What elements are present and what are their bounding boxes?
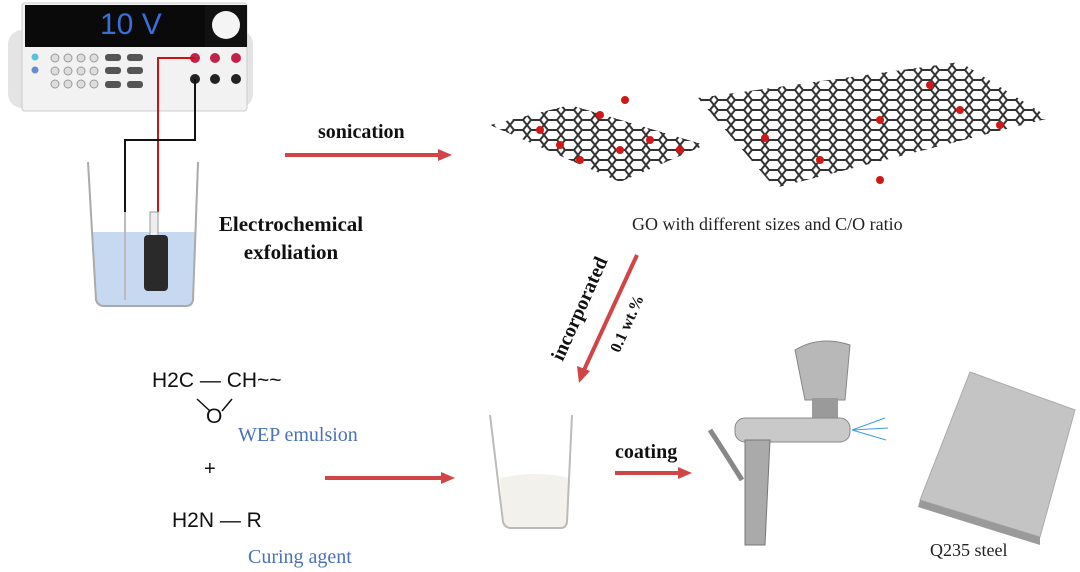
epoxy-left: H2C [152, 369, 195, 392]
black-wire [124, 79, 196, 212]
plus-sign: + [204, 458, 216, 480]
go-sheet-small [490, 96, 705, 182]
wep-beaker [489, 414, 573, 529]
epoxy-oxygen: O [206, 405, 223, 428]
electrolysis-beaker [87, 161, 199, 307]
go-sheet-large [698, 62, 1050, 188]
epoxy-right: CH~~ [226, 369, 282, 392]
steel-label: Q235 steel [930, 540, 1008, 560]
label-line-1: Electrochemical [218, 212, 364, 236]
electrochemical-exfoliation-label: Electrochemical exfoliation [205, 210, 377, 266]
power-supply [8, 2, 253, 112]
incorporated-arrow [582, 254, 639, 371]
epoxide-formula: H2C — CH~~ [152, 369, 282, 393]
epoxy-dash: — [199, 369, 221, 392]
go-caption: GO with different sizes and C/O ratio [632, 214, 903, 234]
knob [212, 11, 240, 39]
wep-emulsion-label: WEP emulsion [238, 424, 358, 446]
curing-agent-label: Curing agent [248, 546, 352, 568]
spray-gun [707, 340, 889, 546]
sonication-label: sonication [318, 121, 405, 143]
coating-label: coating [615, 441, 678, 463]
graphite-electrode [144, 235, 168, 291]
label-line-2: exfoliation [243, 240, 339, 264]
q235-steel-plate [918, 371, 1076, 545]
amine-formula: H2N — R [172, 509, 262, 532]
voltage-display: 10 V [100, 8, 162, 41]
red-wire [157, 57, 195, 212]
